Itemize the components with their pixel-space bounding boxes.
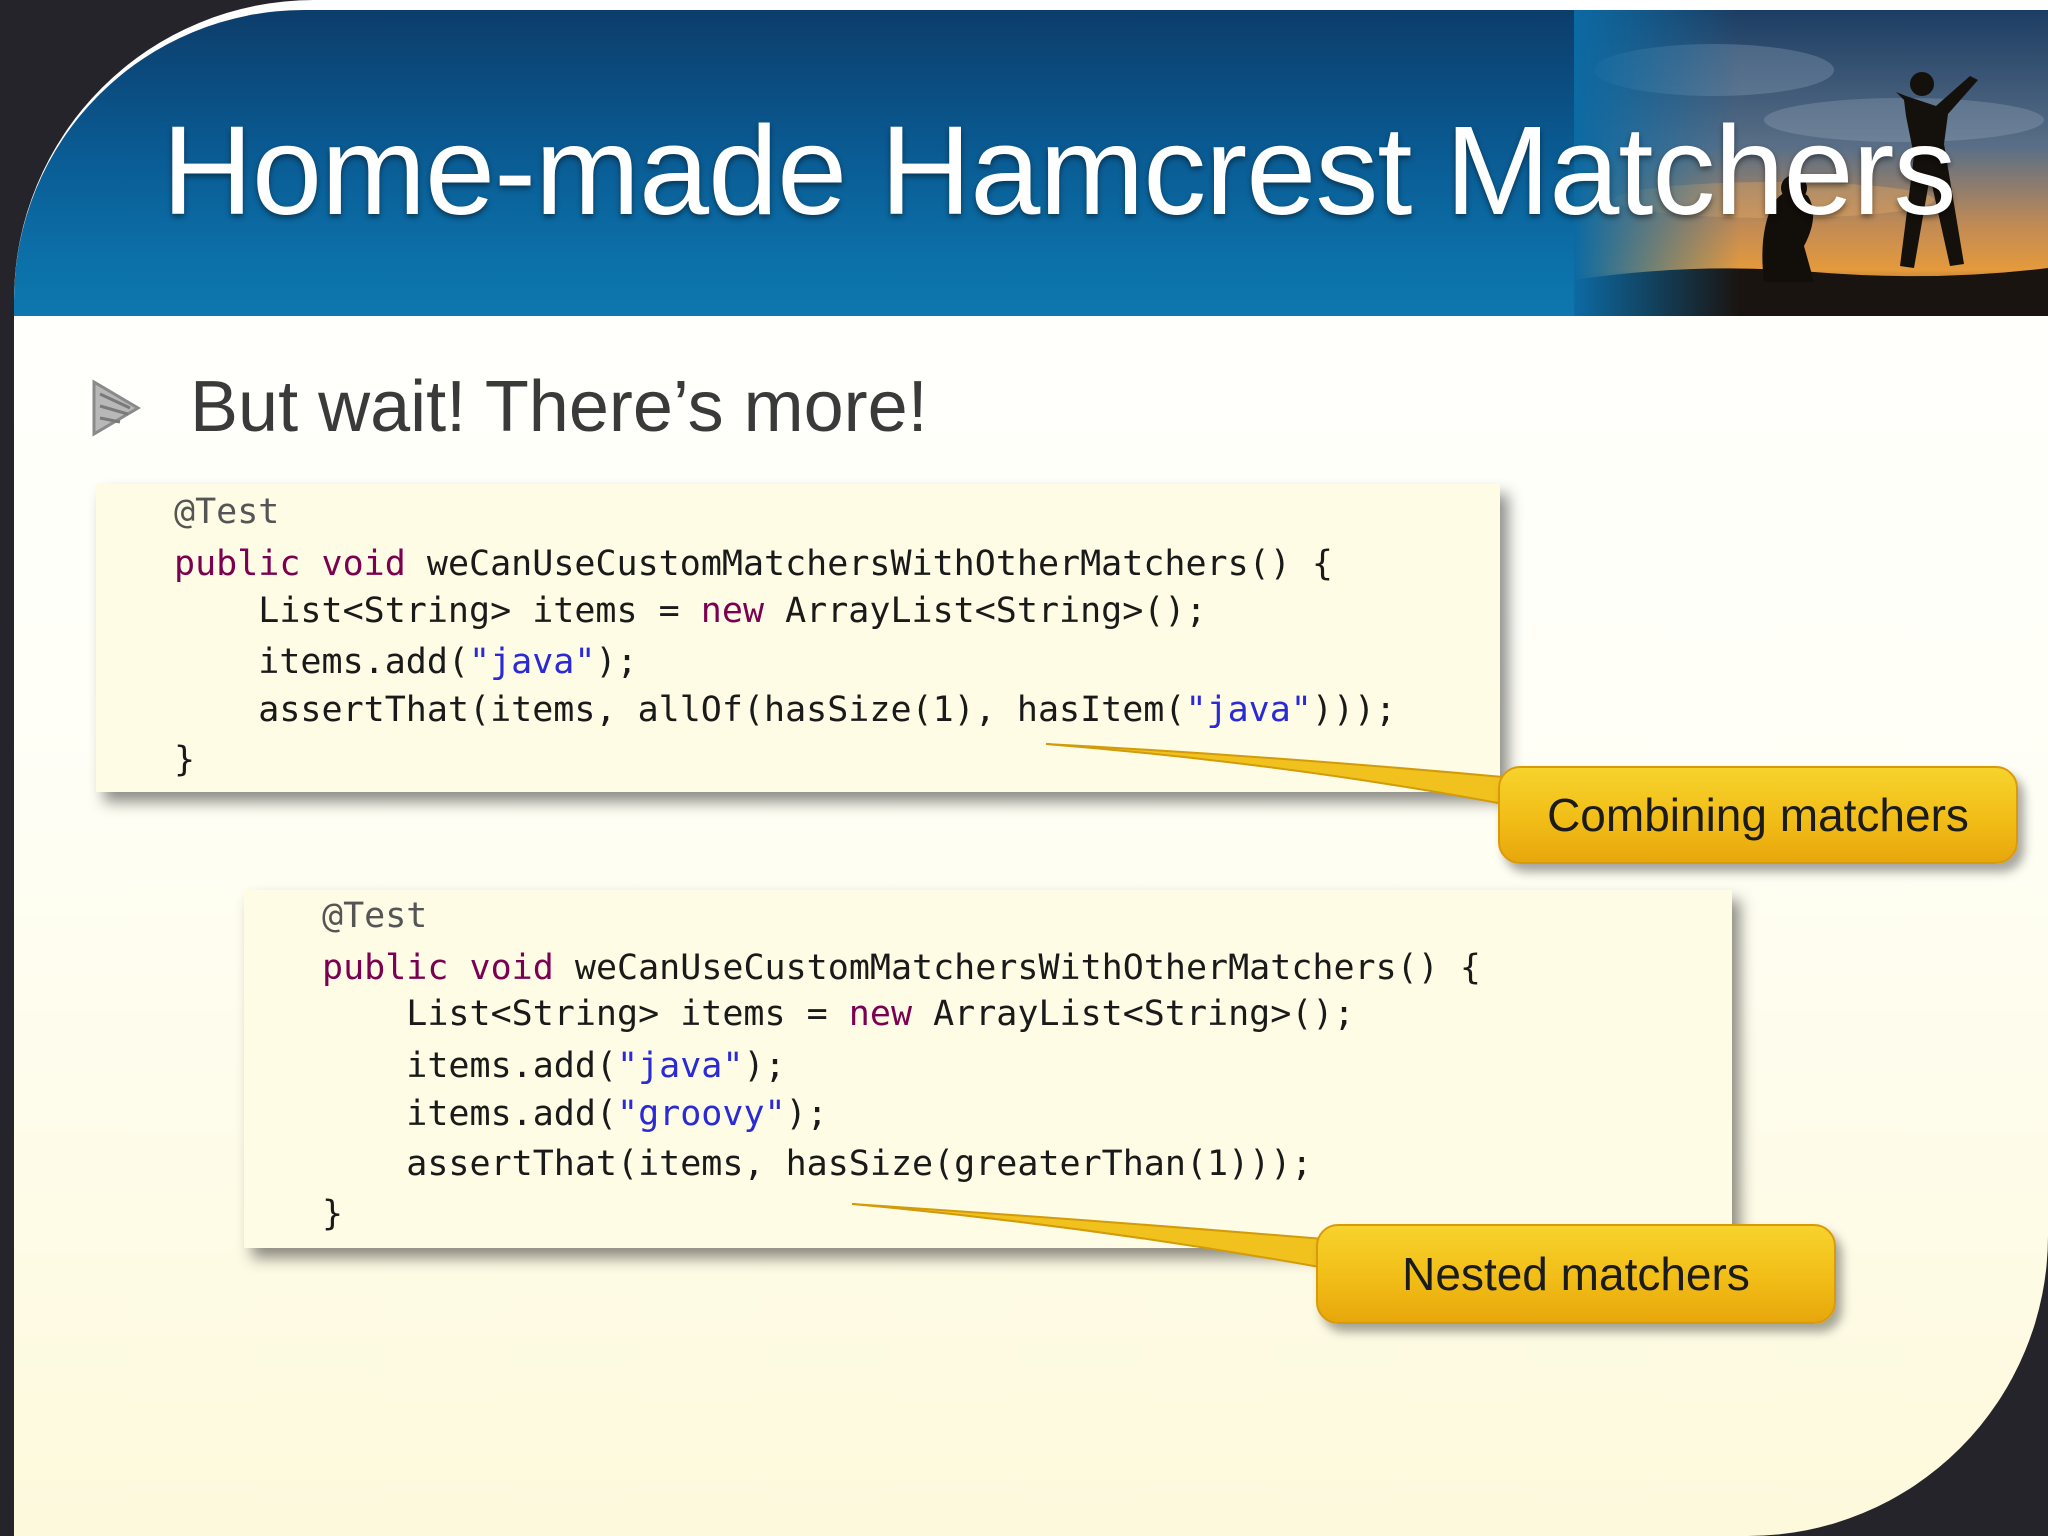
- callout-combining: Combining matchers: [1498, 766, 2018, 864]
- code-line: }: [174, 736, 195, 784]
- code-string: "java": [617, 1046, 744, 1086]
- slide-title: Home-made Hamcrest Matchers: [162, 100, 1956, 241]
- code-keyword: new: [700, 591, 765, 631]
- code-keyword: void: [321, 544, 406, 584]
- code-text: items.add(: [322, 1094, 618, 1134]
- code-line: List<String> items = new ArrayList<Strin…: [174, 587, 1207, 635]
- code-text: items.add(: [322, 1046, 618, 1086]
- code-text: weCanUseCustomMatchersWithOtherMatchers(…: [405, 544, 1333, 584]
- code-line: @Test: [322, 892, 427, 940]
- code-string: "groovy": [617, 1094, 786, 1134]
- code-text: );: [743, 1046, 786, 1086]
- code-string: "java": [469, 642, 596, 682]
- code-string: "java": [1185, 690, 1312, 730]
- code-line: items.add("groovy");: [322, 1090, 828, 1138]
- code-text: assertThat(items, hasSize(greaterThan(1)…: [322, 1144, 1313, 1184]
- code-block-combining: @Test public void weCanUseCustomMatchersW…: [96, 484, 1500, 792]
- code-text: }: [322, 1194, 344, 1234]
- header-photo: [1574, 10, 2048, 316]
- code-keyword: public: [322, 948, 449, 988]
- code-keyword: void: [469, 948, 554, 988]
- code-line: assertThat(items, allOf(hasSize(1), hasI…: [174, 686, 1396, 734]
- triangle-bullet-icon: [90, 378, 142, 438]
- code-text: List<String> items =: [174, 591, 701, 631]
- code-line: assertThat(items, hasSize(greaterThan(1)…: [322, 1140, 1312, 1188]
- code-line: }: [322, 1190, 343, 1238]
- code-text: items.add(: [174, 642, 470, 682]
- code-annotation: @Test: [322, 896, 428, 936]
- code-block-nested: @Test public void weCanUseCustomMatchersW…: [244, 890, 1732, 1248]
- callout-pointer-nested: [851, 1203, 1337, 1272]
- code-text: ArrayList<String>();: [912, 994, 1355, 1034]
- code-text: }: [174, 740, 196, 780]
- code-text: assertThat(items, allOf(hasSize(1), hasI…: [174, 690, 1186, 730]
- code-text: weCanUseCustomMatchersWithOtherMatchers(…: [553, 948, 1481, 988]
- code-text: );: [785, 1094, 828, 1134]
- code-annotation: @Test: [174, 492, 280, 532]
- code-line: @Test: [174, 488, 279, 536]
- code-keyword: public: [174, 544, 301, 584]
- code-line: List<String> items = new ArrayList<Strin…: [322, 990, 1355, 1038]
- code-keyword: new: [848, 994, 913, 1034]
- code-line: items.add("java");: [322, 1042, 786, 1090]
- code-text: );: [595, 642, 638, 682]
- code-text: List<String> items =: [322, 994, 849, 1034]
- bullet-text: But wait! There’s more!: [190, 367, 928, 447]
- code-line: items.add("java");: [174, 638, 638, 686]
- callout-nested: Nested matchers: [1316, 1224, 1836, 1324]
- code-line: public void weCanUseCustomMatchersWithOt…: [322, 944, 1481, 992]
- code-line: public void weCanUseCustomMatchersWithOt…: [174, 540, 1333, 588]
- code-text: ArrayList<String>();: [764, 591, 1207, 631]
- slide-body: Home-made Hamcrest Matchers But wait! Th…: [14, 0, 2048, 1536]
- header-band: Home-made Hamcrest Matchers: [14, 10, 2048, 316]
- code-text: )));: [1311, 690, 1397, 730]
